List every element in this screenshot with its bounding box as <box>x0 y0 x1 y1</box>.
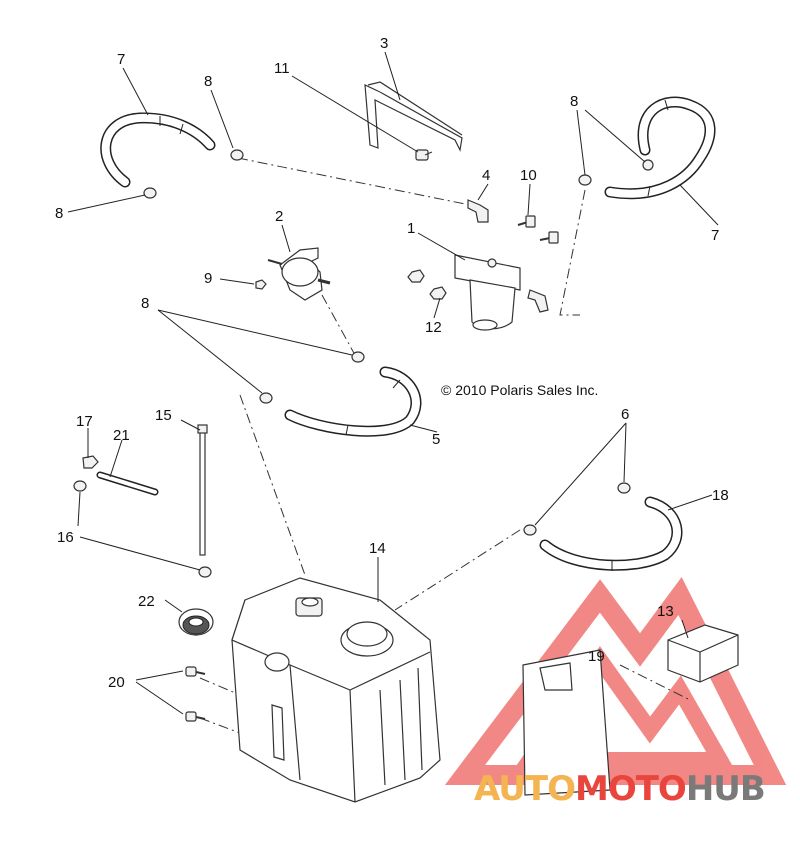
callout-9: 9 <box>204 270 212 287</box>
callout-2: 2 <box>275 208 283 225</box>
part-2-fuel-pump <box>267 247 331 301</box>
callout-21: 21 <box>113 427 130 444</box>
part-3-bracket <box>364 81 463 152</box>
part-20-bolt-upper <box>185 666 206 677</box>
part-8-clamp-lower-left <box>143 187 157 199</box>
watermark-moto: MOTO <box>575 769 686 809</box>
callout-18: 18 <box>712 487 729 504</box>
part-12-nuts <box>407 269 447 300</box>
part-18-hose <box>539 496 683 571</box>
part-8-clamp-upper-left <box>230 149 244 161</box>
leader-lines <box>67 51 719 715</box>
part-14-fuel-tank <box>231 577 441 803</box>
callout-12: 12 <box>425 319 442 336</box>
part-10-screws <box>517 215 559 244</box>
part-15-rod <box>197 424 208 556</box>
part-16-grommet-lower <box>198 566 212 578</box>
callout-10: 10 <box>520 167 537 184</box>
callout-17: 17 <box>76 413 93 430</box>
callout-20: 20 <box>108 674 125 691</box>
part-6-clamp-lower <box>523 524 537 536</box>
callout-8-center: 8 <box>141 295 149 312</box>
part-7-hose-right <box>604 96 716 200</box>
part-21-tube <box>96 471 159 496</box>
callout-4: 4 <box>482 167 490 184</box>
callout-5: 5 <box>432 431 440 448</box>
part-20-bolt-lower <box>185 711 206 722</box>
part-8-clamp-center-a <box>351 351 365 363</box>
part-17-fitting <box>82 455 99 469</box>
callout-16: 16 <box>57 529 74 546</box>
copyright-text: © 2010 Polaris Sales Inc. <box>441 382 598 398</box>
part-11-screw <box>415 149 433 161</box>
callout-6: 6 <box>621 406 629 423</box>
callout-8-top-left: 8 <box>204 73 212 90</box>
callout-1: 1 <box>407 220 415 237</box>
part-13-block <box>667 624 739 683</box>
callout-22: 22 <box>138 593 155 610</box>
part-16-grommet-upper <box>73 480 87 492</box>
watermark-text: AUTOMOTOHUB <box>474 769 766 809</box>
watermark-auto: AUTO <box>474 769 575 809</box>
part-7-hose-left <box>100 112 216 188</box>
watermark-hub: HUB <box>686 769 765 809</box>
callout-15: 15 <box>155 407 172 424</box>
callout-labels: 7 8 8 3 11 4 10 1 8 7 2 9 12 8 5 6 18 15… <box>55 35 729 691</box>
callout-11: 11 <box>274 60 290 77</box>
part-19-panel <box>522 649 611 796</box>
callout-13: 13 <box>657 603 674 620</box>
watermark-logo-triangle <box>444 576 787 785</box>
callout-3: 3 <box>380 35 388 52</box>
part-1-fuel-filter <box>454 254 549 331</box>
callout-8-right: 8 <box>570 93 578 110</box>
part-9-screw <box>255 279 267 290</box>
part-4-elbow-fitting <box>467 199 489 223</box>
part-8-clamp-upper-right <box>642 159 654 171</box>
callout-14: 14 <box>369 540 386 557</box>
part-6-clamp-upper <box>617 482 631 494</box>
part-22-fuel-cap <box>178 608 214 636</box>
part-5-hose <box>284 366 422 437</box>
callout-8-left: 8 <box>55 205 63 222</box>
part-8-clamp-center-b <box>259 392 273 404</box>
svg-text:AUTOMOTOHUB: AUTOMOTOHUB <box>474 769 765 809</box>
callout-7-right: 7 <box>711 227 719 244</box>
callout-7-left: 7 <box>117 51 125 68</box>
callout-19: 19 <box>588 648 605 665</box>
part-8-clamp-lower-right <box>578 174 592 186</box>
